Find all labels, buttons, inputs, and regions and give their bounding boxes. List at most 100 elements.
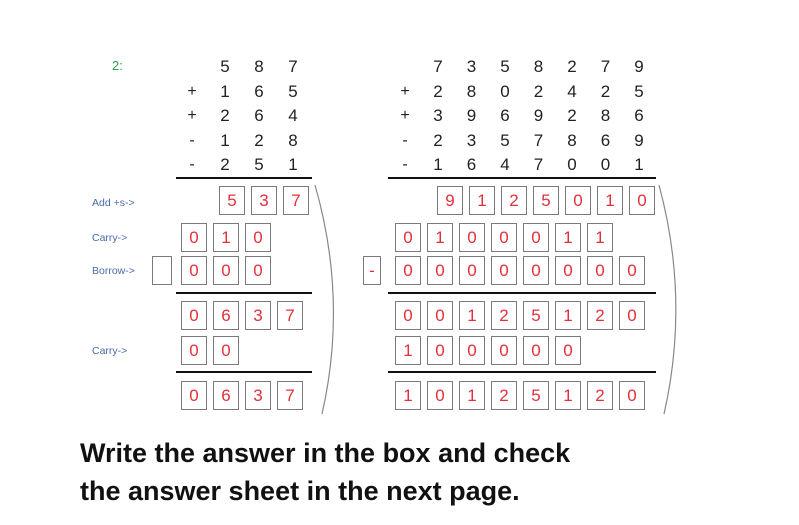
question-number: 2: bbox=[112, 58, 123, 73]
p2-operand-3-digit: 2 bbox=[433, 130, 443, 150]
p2-borrow-row-box[interactable]: 0 bbox=[619, 256, 645, 285]
p2-operand-0-digit: 7 bbox=[600, 57, 611, 76]
p2-operand-1-digit: 8 bbox=[466, 81, 477, 101]
p2-operand-2-digit: 3 bbox=[433, 106, 443, 125]
p2-operand-4-digit: 6 bbox=[466, 155, 477, 174]
p1-operand-3-digit: 1 bbox=[220, 130, 230, 150]
p2-sub-result-box[interactable]: 2 bbox=[587, 301, 613, 330]
p2-final-row-box[interactable]: 1 bbox=[459, 381, 485, 410]
p2-final-row-box[interactable]: 0 bbox=[619, 381, 645, 410]
p2-sub-result-box[interactable]: 0 bbox=[395, 301, 421, 330]
p2-bracket bbox=[658, 184, 677, 415]
p2-operand-0-digit: 9 bbox=[634, 57, 644, 76]
instruction-line-2: the answer sheet in the next page. bbox=[80, 476, 520, 506]
p1-borrow-sign-box[interactable] bbox=[152, 256, 172, 285]
p2-sub-result-box[interactable]: 0 bbox=[427, 301, 453, 330]
p2-sub-result-box[interactable]: 2 bbox=[491, 301, 517, 330]
p2-borrow-row-box[interactable]: 0 bbox=[523, 256, 549, 285]
p2-borrow-row-box[interactable]: 0 bbox=[555, 256, 581, 285]
p2-operand-4-sign: - bbox=[402, 156, 408, 173]
p2-carry-row-box[interactable]: 0 bbox=[491, 223, 517, 252]
p2-sub-result-box[interactable]: 1 bbox=[555, 301, 581, 330]
p2-carry-row-box[interactable]: 0 bbox=[395, 223, 421, 252]
p1-rule-sum bbox=[176, 177, 312, 179]
p1-borrow-row-box[interactable]: 0 bbox=[245, 256, 271, 285]
p1-borrow-row-box[interactable]: 0 bbox=[213, 256, 239, 285]
p2-carry2-row-box[interactable]: 0 bbox=[427, 336, 453, 365]
p2-add-row-box[interactable]: 0 bbox=[629, 186, 655, 215]
p2-add-row-box[interactable]: 1 bbox=[597, 186, 623, 215]
p2-borrow-row-box[interactable]: 0 bbox=[395, 256, 421, 285]
p2-carry-row-box[interactable]: 0 bbox=[459, 223, 485, 252]
p1-carry-row-box[interactable]: 0 bbox=[181, 223, 207, 252]
p2-carry-row-box[interactable]: 0 bbox=[523, 223, 549, 252]
p1-sub-result-box[interactable]: 3 bbox=[245, 301, 271, 330]
p2-final-row-box[interactable]: 5 bbox=[523, 381, 549, 410]
p2-final-row-box[interactable]: 1 bbox=[395, 381, 421, 410]
p2-operand-2-sign: + bbox=[400, 107, 410, 124]
p2-carry-row-box[interactable]: 1 bbox=[587, 223, 613, 252]
p2-final-row-box[interactable]: 2 bbox=[587, 381, 613, 410]
p2-final-row-box[interactable]: 1 bbox=[555, 381, 581, 410]
p2-add-row-box[interactable]: 5 bbox=[533, 186, 559, 215]
p2-operand-4-digit: 0 bbox=[600, 155, 611, 174]
p1-carry2-row-box[interactable]: 0 bbox=[213, 336, 239, 365]
p2-operand-3-digit: 6 bbox=[600, 130, 611, 150]
p2-operand-1-sign: + bbox=[400, 82, 410, 100]
p2-borrow-row-box[interactable]: 0 bbox=[587, 256, 613, 285]
p1-borrow-row-box[interactable]: 0 bbox=[181, 256, 207, 285]
p2-carry2-row-box[interactable]: 0 bbox=[491, 336, 517, 365]
p2-carry2-row-box[interactable]: 1 bbox=[395, 336, 421, 365]
p2-final-row-box[interactable]: 2 bbox=[491, 381, 517, 410]
p2-add-row-box[interactable]: 9 bbox=[437, 186, 463, 215]
p2-operand-3-digit: 3 bbox=[466, 130, 477, 150]
p2-carry2-row-box[interactable]: 0 bbox=[523, 336, 549, 365]
p1-carry2-row-box[interactable]: 0 bbox=[181, 336, 207, 365]
p2-add-row-box[interactable]: 0 bbox=[565, 186, 591, 215]
p1-add-row-box[interactable]: 3 bbox=[251, 186, 277, 215]
p1-sub-result-box[interactable]: 0 bbox=[181, 301, 207, 330]
p2-final-row-box[interactable]: 0 bbox=[427, 381, 453, 410]
p2-carry-row-box[interactable]: 1 bbox=[555, 223, 581, 252]
p2-sub-result-box[interactable]: 0 bbox=[619, 301, 645, 330]
p2-operand-1-digit: 5 bbox=[634, 81, 644, 101]
p1-operand-2-digit: 4 bbox=[288, 106, 298, 125]
p2-rule-final bbox=[388, 371, 656, 373]
p2-borrow-row-box[interactable]: 0 bbox=[459, 256, 485, 285]
p2-borrow-row-box[interactable]: 0 bbox=[427, 256, 453, 285]
p2-operand-2-digit: 8 bbox=[600, 106, 611, 125]
p2-sub-result-box[interactable]: 1 bbox=[459, 301, 485, 330]
p2-carry2-row-box[interactable]: 0 bbox=[555, 336, 581, 365]
p1-add-row-box[interactable]: 5 bbox=[219, 186, 245, 215]
p1-operand-1-sign: + bbox=[187, 82, 197, 100]
p1-operand-2-digit: 2 bbox=[220, 106, 230, 125]
p1-final-row-box[interactable]: 0 bbox=[181, 381, 207, 410]
p2-rule-sum bbox=[388, 177, 656, 179]
p1-final-row-box[interactable]: 3 bbox=[245, 381, 271, 410]
p1-sub-result-box[interactable]: 6 bbox=[213, 301, 239, 330]
p2-operand-2-digit: 6 bbox=[634, 106, 644, 125]
p2-add-row-box[interactable]: 1 bbox=[469, 186, 495, 215]
p1-add-row-box[interactable]: 7 bbox=[283, 186, 309, 215]
p2-carry2-row-box[interactable]: 0 bbox=[459, 336, 485, 365]
p1-sub-result-box[interactable]: 7 bbox=[277, 301, 303, 330]
p2-operand-0-digit: 7 bbox=[433, 57, 443, 76]
p1-operand-3-sign: - bbox=[189, 131, 195, 149]
p1-operand-0-digit: 5 bbox=[220, 57, 230, 76]
p1-final-row-box[interactable]: 7 bbox=[277, 381, 303, 410]
p1-operand-0-digit: 7 bbox=[288, 57, 298, 76]
p2-borrow-sign-box[interactable]: - bbox=[363, 256, 381, 285]
p2-operand-1-digit: 0 bbox=[500, 81, 510, 101]
p1-final-row-box[interactable]: 6 bbox=[213, 381, 239, 410]
p2-operand-1-digit: 2 bbox=[433, 81, 443, 101]
p1-carry-row-box[interactable]: 1 bbox=[213, 223, 239, 252]
p2-carry-row-box[interactable]: 1 bbox=[427, 223, 453, 252]
p1-operand-4-sign: - bbox=[189, 156, 195, 173]
p2-sub-result-box[interactable]: 5 bbox=[523, 301, 549, 330]
p1-carry-row-box[interactable]: 0 bbox=[245, 223, 271, 252]
p2-operand-0-digit: 2 bbox=[567, 57, 577, 76]
p1-operand-2-digit: 6 bbox=[254, 106, 264, 125]
p2-borrow-row-box[interactable]: 0 bbox=[491, 256, 517, 285]
p2-add-row-box[interactable]: 2 bbox=[501, 186, 527, 215]
